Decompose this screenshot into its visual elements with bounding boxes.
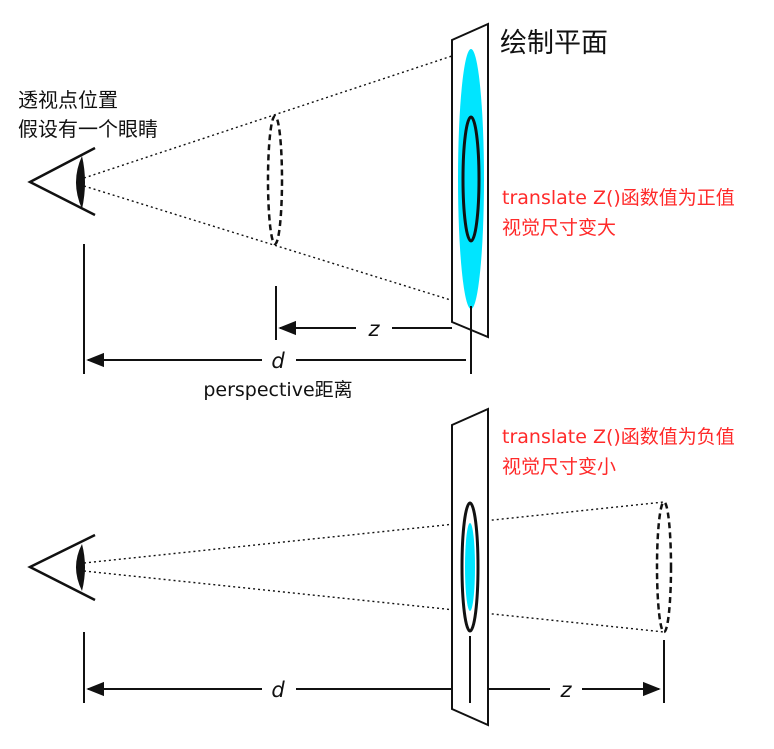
original-element-outline <box>266 114 284 246</box>
sight-line-top <box>83 501 665 564</box>
z-label: z <box>367 317 380 341</box>
eye-label-line2: 假设有一个眼睛 <box>18 117 158 141</box>
sight-line-top <box>83 49 471 179</box>
element-on-plane <box>460 501 480 633</box>
positive-note-line2: 视觉尺寸变大 <box>502 217 616 239</box>
negative-note-line2: 视觉尺寸变小 <box>502 456 616 478</box>
eye-icon <box>27 533 96 602</box>
top-diagram: z d 绘制平面 透视点位置 假设有一个眼睛 translate Z()函数值为… <box>18 22 735 401</box>
eye-icon <box>27 146 96 217</box>
sight-line-bottom <box>83 570 665 633</box>
projection-reduced <box>465 523 475 611</box>
eye-label-line1: 透视点位置 <box>18 88 118 112</box>
negative-note-line1: translate Z()函数值为负值 <box>502 426 735 448</box>
perspective-distance-label: perspective距离 <box>203 379 352 401</box>
d-label: d <box>271 349 285 373</box>
positive-note-line1: translate Z()函数值为正值 <box>502 187 735 209</box>
plane-label: 绘制平面 <box>500 28 608 59</box>
sight-line-bottom <box>83 185 471 307</box>
projection-enlarged <box>458 49 484 309</box>
bottom-diagram: d z translate Z()函数值为负值 视觉尺寸变小 <box>27 407 735 727</box>
element-on-plane <box>461 115 481 243</box>
z-label: z <box>559 678 572 702</box>
d-label: d <box>271 678 285 702</box>
original-element-outline <box>655 500 673 634</box>
